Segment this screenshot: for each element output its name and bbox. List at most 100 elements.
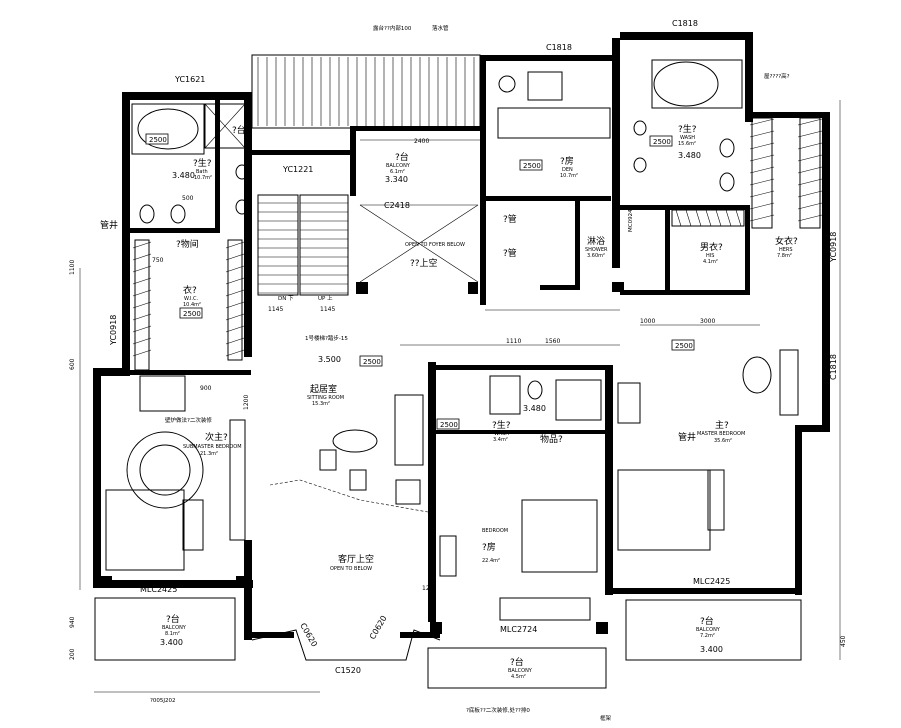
hanger-right	[749, 178, 775, 186]
svg-text:SITTING ROOM: SITTING ROOM	[307, 395, 344, 401]
hanger-right	[797, 142, 823, 150]
tag-2500-sitting: 2500	[359, 355, 383, 367]
svg-text:次主?: 次主?	[205, 431, 228, 443]
frame-note: 框架	[600, 714, 612, 722]
pipe-den-2: ?管	[503, 247, 517, 259]
tag-2500-wash: 2500	[649, 135, 673, 147]
window-mlc2724: MLC2724	[500, 625, 537, 634]
svg-text:女衣?: 女衣?	[775, 235, 798, 247]
hanger-right	[685, 209, 692, 227]
svg-text:3.500: 3.500	[318, 355, 341, 364]
dim-2400: 2400	[414, 138, 429, 145]
svg-text:3.400: 3.400	[160, 638, 183, 647]
dim-1000: 1000	[640, 318, 655, 325]
room-shower: 淋浴 SHOWER 3.60m²	[585, 235, 608, 259]
pipe-den-1: ?管	[503, 213, 517, 225]
stair-up-label: UP 上	[318, 294, 333, 302]
hanger-left	[225, 277, 245, 285]
svg-text:?生?: ?生?	[492, 419, 511, 431]
fireplace-note: 壁炉做法?二次装修	[165, 416, 212, 424]
stair-note: 1号楼梯?踏步-15	[305, 334, 348, 342]
hanger-left	[132, 289, 152, 297]
hanger-left	[132, 253, 152, 261]
svg-text:3.480: 3.480	[678, 151, 701, 160]
svg-text:男衣?: 男衣?	[700, 241, 723, 253]
room-master-bedroom: 主? MASTER BEDROOM 35.6m²	[697, 419, 745, 444]
hanger-right	[797, 190, 823, 198]
svg-text:2500: 2500	[183, 310, 201, 318]
window-yc0918-b: YC0918	[829, 232, 838, 263]
hanger-left	[225, 349, 245, 357]
dim-1100: 1100	[69, 260, 76, 275]
svg-text:衣?: 衣?	[183, 284, 197, 296]
svg-text:?台: ?台	[166, 613, 180, 625]
svg-text:2500: 2500	[440, 421, 458, 429]
window-mlc2425-b: MLC2425	[693, 577, 730, 586]
svg-text:BALCONY: BALCONY	[508, 668, 533, 674]
room-balcony-right: ?台 BALCONY 7.2m² 3.400	[696, 615, 723, 654]
window-c1818-a: C1818	[546, 43, 572, 52]
svg-text:BALCONY: BALCONY	[162, 625, 187, 631]
room-balcony-top: ?台 BALCONY 6.1m² 3.340	[385, 151, 411, 184]
hanger-left	[225, 313, 245, 321]
room-hers: 女衣? HERS 7.8m²	[775, 235, 798, 259]
room-submaster-bedroom: 次主? SUBMASTER BEDROOM 21.3m²	[183, 431, 242, 457]
svg-text:起居室: 起居室	[310, 383, 337, 395]
hanger-right	[749, 214, 775, 222]
pipe-note: 露台??内部100	[373, 24, 412, 32]
dim-750: 750	[152, 257, 164, 264]
svg-text:22.4m²: 22.4m²	[482, 558, 500, 564]
hanger-right	[695, 209, 702, 227]
room-wash-right: ?生? WASH 15.6m² 3.480	[678, 123, 701, 160]
dim-120: 120	[422, 585, 434, 592]
annotations: 露台??内部100 落水管 屋????高? ?005J202 ?底板??二次装修…	[69, 19, 847, 722]
svg-text:3.340: 3.340	[385, 175, 408, 184]
svg-text:MASTER BEDROOM: MASTER BEDROOM	[697, 431, 745, 437]
hanger-left	[132, 301, 152, 309]
room-balcony-middle: ?台 BALCONY 4.5m²	[508, 656, 533, 680]
window-mc0924: MC0924	[628, 209, 634, 232]
svg-text:?房: ?房	[560, 155, 574, 167]
svg-text:10.7m²: 10.7m²	[560, 173, 578, 179]
dim-1200: 1200	[243, 395, 250, 410]
svg-text:4.1m²: 4.1m²	[703, 259, 718, 265]
dim-200: 200	[69, 648, 76, 660]
room-sitting: 起居室 SITTING ROOM 15.3m² 3.500	[307, 355, 344, 407]
stair-down-label: DN 下	[278, 295, 294, 302]
window-c1818-c: C1818	[829, 354, 838, 380]
svg-text:3.400: 3.400	[700, 645, 723, 654]
dim-1560: 1560	[545, 338, 560, 345]
dim-1110: 1110	[506, 338, 521, 345]
room-bath-left: ?生? Bath 10.7m² 3.480	[172, 157, 212, 181]
room-storage: ?物间	[176, 238, 199, 250]
svg-text:SUBMASTER BEDROOM: SUBMASTER BEDROOM	[183, 444, 242, 450]
hanger-right	[797, 178, 823, 186]
hanger-right	[735, 209, 742, 227]
hanger-right	[797, 166, 823, 174]
svg-text:7.8m²: 7.8m²	[777, 253, 792, 259]
hanger-right	[725, 209, 732, 227]
hanger-right	[749, 202, 775, 210]
window-yc1621: YC1621	[174, 75, 205, 84]
svg-text:2500: 2500	[675, 342, 693, 350]
svg-text:3.60m²: 3.60m²	[587, 253, 605, 259]
hanger-left	[225, 253, 245, 261]
hanger-right	[715, 209, 722, 227]
hanger-right	[749, 190, 775, 198]
hanger-left	[225, 325, 245, 333]
svg-text:4.5m²: 4.5m²	[511, 674, 526, 680]
svg-text:?房: ?房	[482, 541, 496, 553]
svg-text:8.1m²: 8.1m²	[165, 631, 180, 637]
svg-text:W.I.C.: W.I.C.	[184, 296, 199, 302]
open-foyer-label: OPEN TO FOYER BELOW	[405, 242, 465, 248]
tag-2500-den: 2500	[519, 159, 543, 171]
hanger-left	[132, 265, 152, 273]
svg-text:15.6m²: 15.6m²	[678, 141, 696, 147]
svg-text:7.2m²: 7.2m²	[700, 633, 715, 639]
room-storage-middle: 物品?	[540, 433, 563, 445]
svg-text:HIS: HIS	[706, 253, 714, 259]
svg-text:客厅上空: 客厅上空	[338, 553, 374, 565]
svg-text:?台: ?台	[395, 151, 409, 163]
svg-text:?生?: ?生?	[678, 123, 697, 135]
